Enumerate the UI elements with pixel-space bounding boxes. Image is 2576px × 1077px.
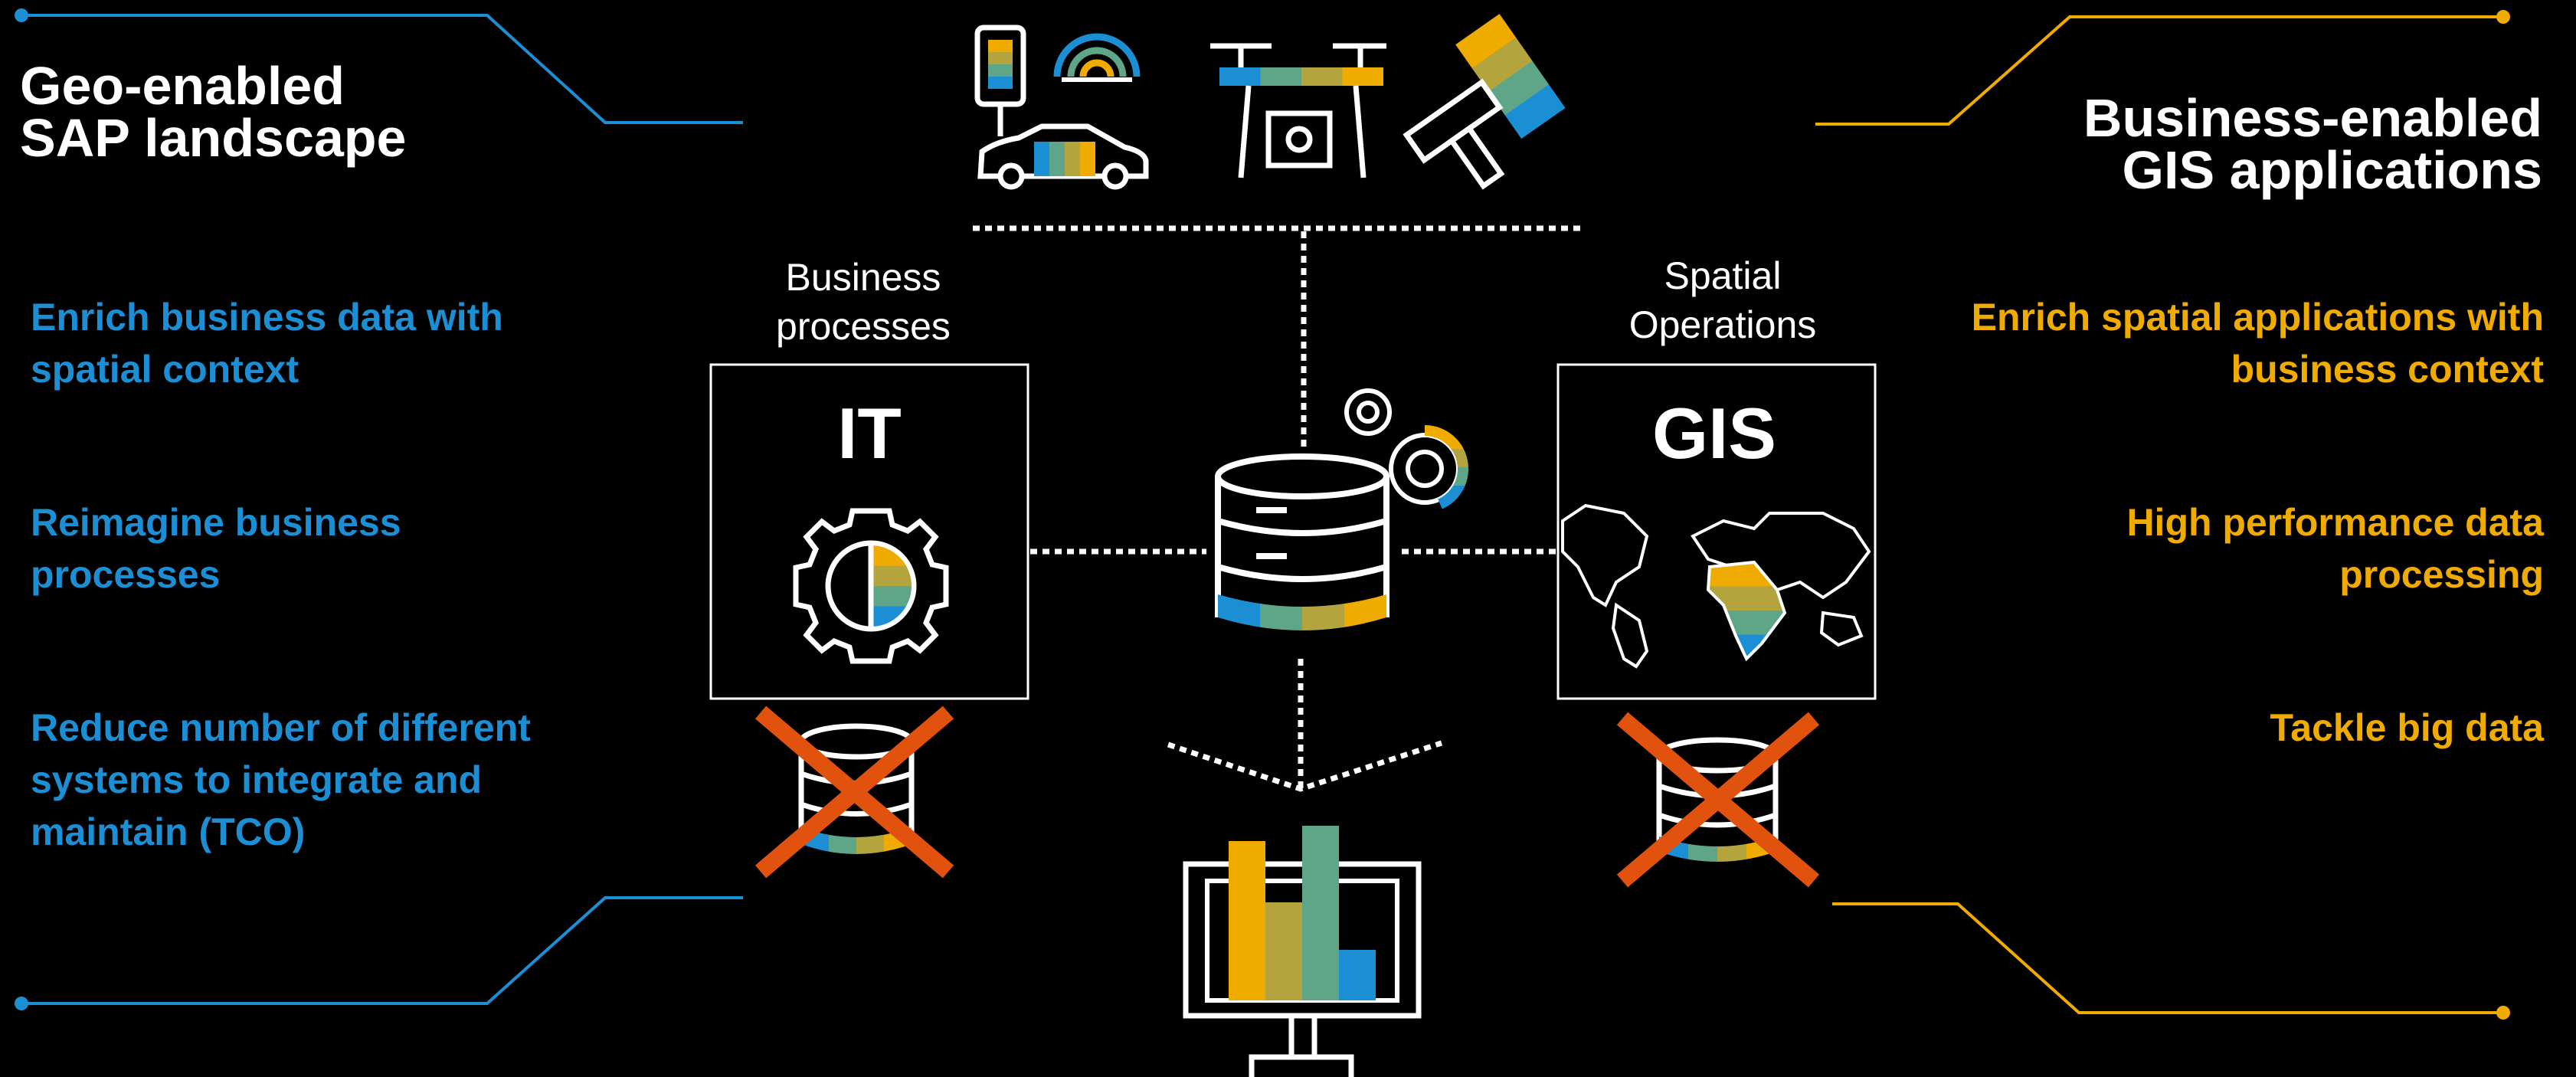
gear-color-arc	[1424, 425, 1469, 509]
left-benefit-2: Reimagine business processes	[31, 501, 401, 596]
right-benefit-1: Enrich spatial applications with busines…	[1971, 296, 2544, 391]
drone-icon	[1210, 43, 1386, 178]
right-title-line-1: Business-enabled	[2083, 88, 2542, 148]
africa-highlight	[1706, 560, 1787, 662]
left-benefit-3: Reduce number of different systems to in…	[31, 706, 531, 853]
right-title: Business-enabled GIS applications	[1853, 88, 2542, 200]
left-benefit-1: Enrich business data with spatial contex…	[31, 296, 503, 391]
wifi-signal-icon	[1053, 33, 1141, 82]
crossed-database-icon	[754, 705, 954, 879]
gis-box	[1556, 363, 1877, 700]
gis-box-title: GIS	[1652, 393, 1776, 473]
it-label: Business processes	[710, 253, 1016, 351]
phone-icon	[974, 25, 1026, 136]
gis-label-line-1: Spatial	[1664, 254, 1782, 297]
crossed-database-icon-gis	[1616, 712, 1820, 888]
left-title-line-1: Geo-enabled	[20, 56, 345, 116]
it-label-line-2: processes	[776, 305, 951, 348]
database-icon	[1215, 453, 1389, 630]
gear-small-icon	[1344, 388, 1461, 505]
bracket-top-right	[1815, 15, 2503, 126]
bracket-top-left	[21, 14, 743, 124]
dashboard-monitor-icon	[1183, 826, 1422, 1077]
bracket-bottom-right	[1832, 902, 2503, 1014]
gis-label: Spatial Operations	[1569, 251, 1876, 349]
car-icon	[977, 123, 1149, 190]
it-box	[709, 363, 1029, 700]
right-benefit-3: Tackle big data	[2270, 706, 2544, 749]
bracket-bottom-left	[21, 896, 743, 1005]
right-title-line-2: GIS applications	[2122, 140, 2542, 200]
dotted-connectors	[973, 225, 1584, 792]
bracket-lines	[15, 8, 2510, 1020]
left-title: Geo-enabled SAP landscape	[20, 56, 480, 168]
right-benefit-2: High performance data processing	[2126, 501, 2544, 596]
left-title-line-2: SAP landscape	[20, 108, 407, 168]
it-box-title: IT	[837, 393, 902, 473]
satellite-icon	[1403, 14, 1566, 190]
it-label-line-1: Business	[785, 256, 941, 299]
gis-label-line-2: Operations	[1628, 303, 1817, 346]
gear-icon	[793, 508, 949, 664]
